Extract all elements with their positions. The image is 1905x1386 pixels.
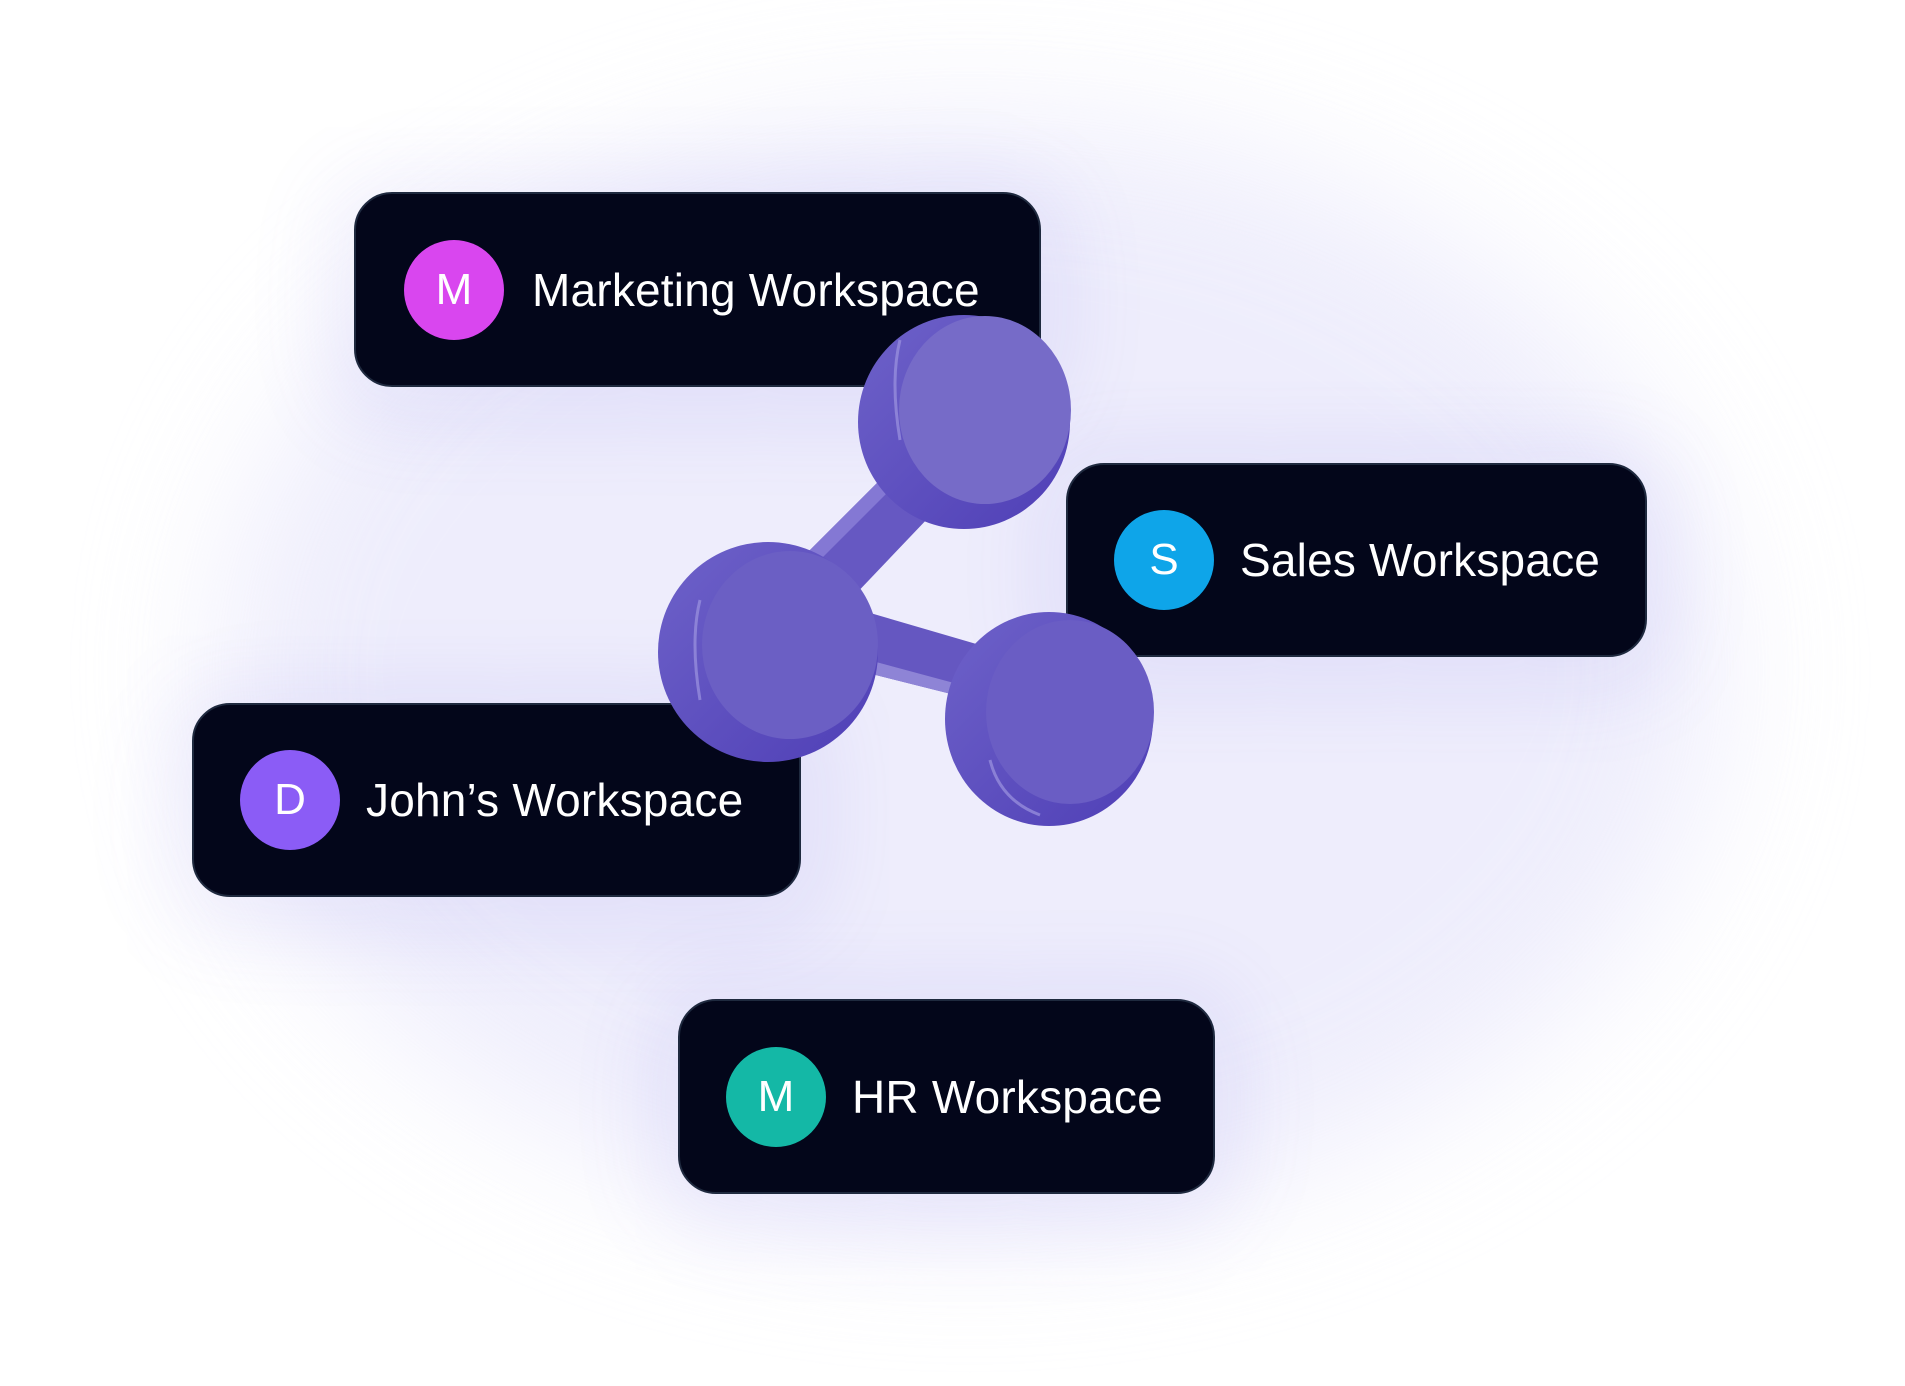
workspace-name: HR Workspace [852,1070,1163,1123]
avatar-johns: D [240,750,340,850]
workspace-card-sales[interactable]: S Sales Workspace [1066,463,1647,657]
workspace-name: Marketing Workspace [532,263,980,316]
node-top [858,315,1071,529]
workspace-card-hr[interactable]: M HR Workspace [678,999,1215,1194]
workspace-name: Sales Workspace [1240,534,1601,586]
workspace-card-johns[interactable]: D John’s Workspace [192,703,801,897]
node-bottom [945,612,1154,826]
avatar-marketing: M [404,239,504,340]
node-middle [658,542,878,762]
avatar-hr: M [726,1046,826,1147]
workspace-card-marketing[interactable]: M Marketing Workspace [354,192,1041,387]
avatar-sales: S [1114,510,1214,610]
workspace-name: John’s Workspace [366,774,744,826]
